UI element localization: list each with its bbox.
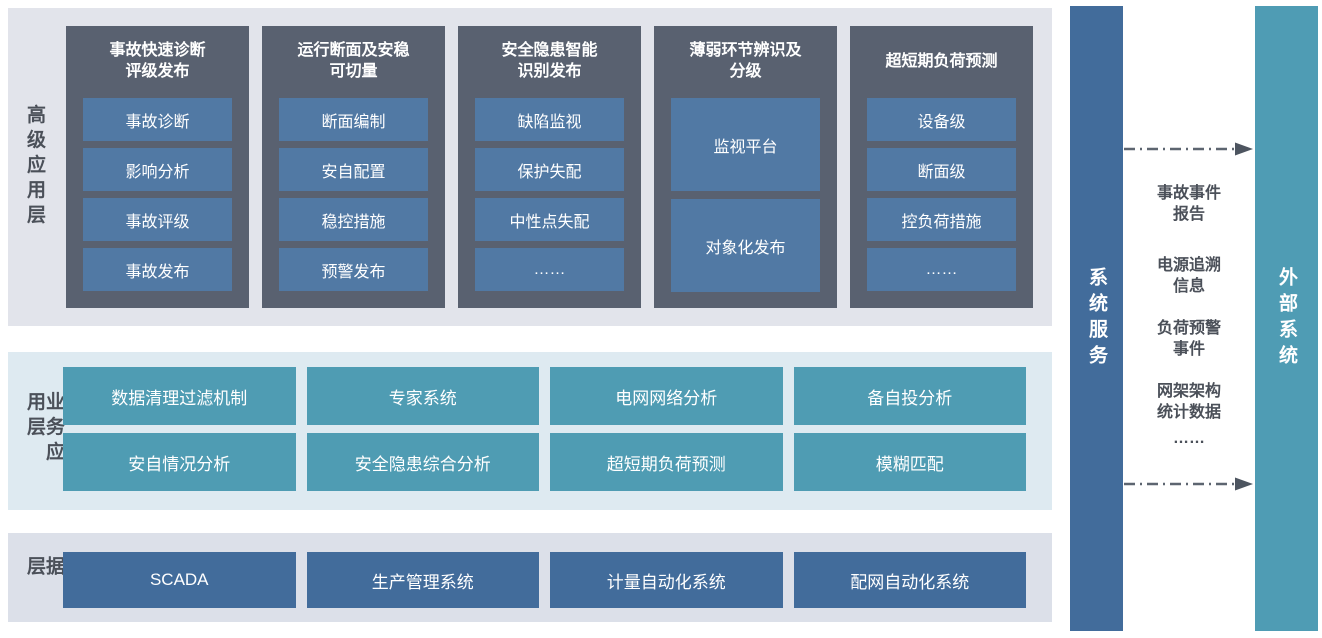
- app-cell: ……: [475, 248, 624, 291]
- exchange-item: 电源追溯 信息: [1156, 257, 1221, 295]
- app-cell: 事故发布: [83, 248, 232, 291]
- app-cell: 缺陷监视: [475, 98, 624, 141]
- column-title: 安全隐患智能 识别发布: [501, 42, 598, 80]
- column-cells: 事故诊断 影响分析 事故评级 事故发布: [83, 98, 232, 291]
- business-grid: 数据清理过滤机制 专家系统 电网网络分析 备自投分析 安自情况分析 安全隐患综合…: [63, 367, 1026, 491]
- layer-data: 数据层 SCADA 生产管理系统 计量自动化系统 配网自动化系统: [8, 533, 1052, 622]
- business-cell: 模糊匹配: [793, 433, 1026, 491]
- column-accident-diagnosis: 事故快速诊断 评级发布 事故诊断 影响分析 事故评级 事故发布: [66, 26, 249, 308]
- app-cell: 事故评级: [83, 198, 232, 241]
- business-cell: 备自投分析: [793, 367, 1026, 425]
- app-cell: 控负荷措施: [867, 198, 1016, 241]
- app-cell: 断面级: [867, 148, 1016, 191]
- data-cell: SCADA: [63, 552, 296, 608]
- business-cell: 安全隐患综合分析: [306, 433, 539, 491]
- exchange-item: 事故事件 报告: [1156, 185, 1221, 223]
- app-cell: 保护失配: [475, 148, 624, 191]
- layer-advanced-application: 高级应用层 事故快速诊断 评级发布 事故诊断 影响分析 事故评级 事故发布 运行…: [8, 8, 1052, 326]
- business-cell: 数据清理过滤机制: [63, 367, 296, 425]
- app-cell: ……: [867, 248, 1016, 291]
- column-hidden-danger: 安全隐患智能 识别发布 缺陷监视 保护失配 中性点失配 ……: [458, 26, 641, 308]
- advanced-columns: 事故快速诊断 评级发布 事故诊断 影响分析 事故评级 事故发布 运行断面及安稳 …: [66, 26, 1033, 308]
- exchange-ellipsis: ……: [1173, 430, 1205, 447]
- column-title: 超短期负荷预测: [885, 52, 998, 70]
- app-cell: 断面编制: [279, 98, 428, 141]
- column-load-forecast: 超短期负荷预测 设备级 断面级 控负荷措施 ……: [850, 26, 1033, 308]
- exchange-item: 网架架构 统计数据: [1156, 383, 1221, 421]
- app-cell: 监视平台: [671, 98, 820, 191]
- dash-dot-arrow-icon: [1124, 477, 1253, 491]
- exchange-item: 负荷预警 事件: [1156, 320, 1221, 358]
- external-system-label: 外部系统: [1276, 266, 1297, 371]
- column-title: 运行断面及安稳 可切量: [297, 42, 410, 80]
- data-cell: 计量自动化系统: [550, 552, 783, 608]
- layer-label-advanced: 高级应用层: [24, 104, 45, 230]
- system-service-bar: 系统服务: [1070, 6, 1123, 631]
- app-cell: 影响分析: [83, 148, 232, 191]
- app-cell: 对象化发布: [671, 199, 820, 292]
- column-title: 事故快速诊断 评级发布: [109, 42, 206, 80]
- column-cells: 设备级 断面级 控负荷措施 ……: [867, 98, 1016, 291]
- layer-business-application: 业务应用层 数据清理过滤机制 专家系统 电网网络分析 备自投分析 安自情况分析 …: [8, 352, 1052, 510]
- dash-dot-arrow-icon: [1124, 142, 1253, 156]
- data-cell: 配网自动化系统: [793, 552, 1026, 608]
- app-cell: 事故诊断: [83, 98, 232, 141]
- column-cells: 缺陷监视 保护失配 中性点失配 ……: [475, 98, 624, 291]
- app-cell: 安自配置: [279, 148, 428, 191]
- data-grid: SCADA 生产管理系统 计量自动化系统 配网自动化系统: [63, 552, 1026, 608]
- system-service-label: 系统服务: [1086, 266, 1107, 371]
- column-cells: 监视平台 对象化发布: [671, 98, 820, 292]
- business-cell: 超短期负荷预测: [550, 433, 783, 491]
- column-title: 薄弱环节辨识及 分级: [689, 42, 802, 80]
- data-cell: 生产管理系统: [306, 552, 539, 608]
- app-cell: 预警发布: [279, 248, 428, 291]
- column-cells: 断面编制 安自配置 稳控措施 预警发布: [279, 98, 428, 291]
- external-system-bar: 外部系统: [1255, 6, 1318, 631]
- app-cell: 设备级: [867, 98, 1016, 141]
- business-cell: 专家系统: [306, 367, 539, 425]
- app-cell: 中性点失配: [475, 198, 624, 241]
- column-operation-section: 运行断面及安稳 可切量 断面编制 安自配置 稳控措施 预警发布: [262, 26, 445, 308]
- column-weak-link: 薄弱环节辨识及 分级 监视平台 对象化发布: [654, 26, 837, 308]
- layer-label-business: 业务应用层: [24, 391, 64, 467]
- app-cell: 稳控措施: [279, 198, 428, 241]
- business-cell: 安自情况分析: [63, 433, 296, 491]
- exchange-area: 事故事件 报告 电源追溯 信息 负荷预警 事件 网架架构 统计数据 ……: [1123, 0, 1255, 638]
- business-cell: 电网网络分析: [550, 367, 783, 425]
